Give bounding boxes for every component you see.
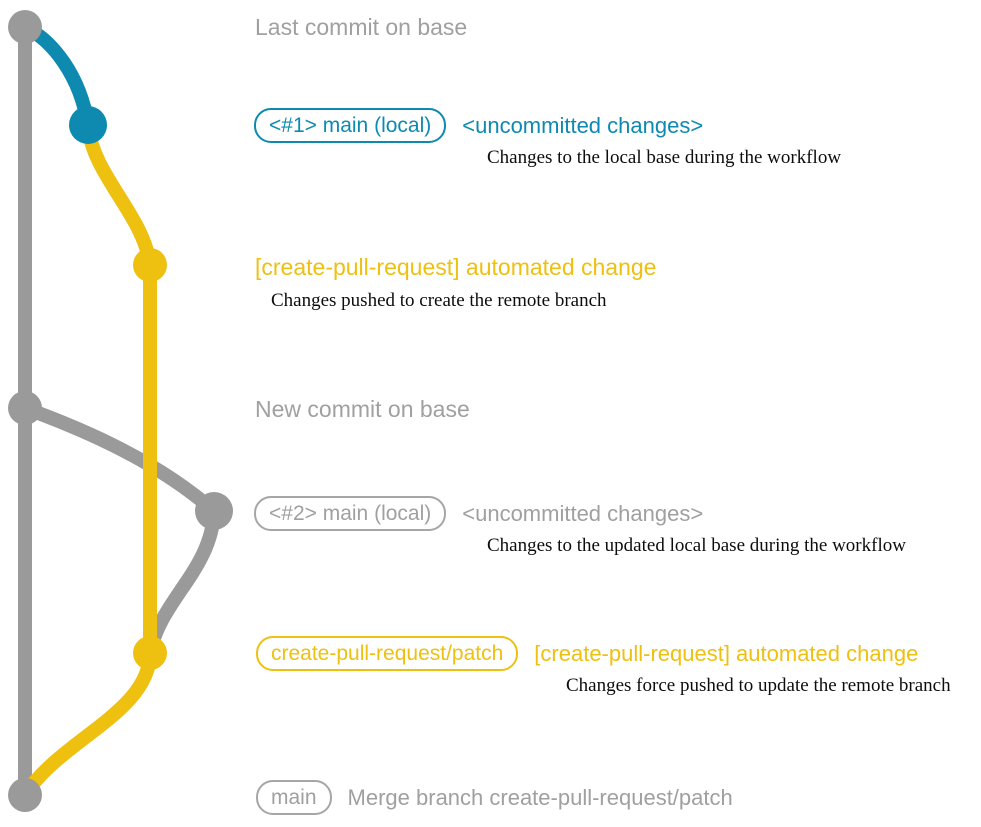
commit-subject-main-merge: Merge branch create-pull-request/patch (347, 784, 733, 810)
headline-new-commit-on-base: New commit on base (255, 396, 470, 422)
commit-node-base-merge[interactable] (8, 778, 42, 812)
commit-node-base-new[interactable] (8, 391, 42, 425)
spacer (446, 513, 462, 514)
spacer (332, 797, 348, 798)
edge-base-to-local2 (18, 401, 221, 518)
commit-subject-local-2: <uncommitted changes> (462, 500, 704, 526)
commit-description-patch-2: Changes force pushed to update the remot… (566, 675, 951, 696)
commit-subject-patch-2: [create-pull-request] automated change (534, 640, 919, 666)
branch-pill-create-pull-request-patch[interactable]: create-pull-request/patch (256, 636, 519, 671)
row-base-merge: main Merge branch create-pull-request/pa… (256, 780, 733, 815)
branch-pill-main[interactable]: main (256, 780, 332, 815)
commit-node-local-2[interactable] (195, 492, 233, 530)
headline-last-commit-on-base: Last commit on base (255, 14, 468, 40)
commit-node-base-last[interactable] (8, 10, 42, 44)
commit-description-local-1: Changes to the local base during the wor… (487, 147, 842, 168)
commit-node-patch-2[interactable] (133, 636, 167, 670)
row-local-2: <#2> main (local) <uncommitted changes> (254, 496, 703, 531)
commit-node-local-1[interactable] (69, 106, 107, 144)
branch-pill-local-1[interactable]: <#1> main (local) (254, 108, 447, 143)
edge-patch2-to-merge (18, 646, 157, 802)
branch-pill-local-2[interactable]: <#2> main (local) (254, 496, 447, 531)
row-local-1: <#1> main (local) <uncommitted changes> (254, 108, 703, 143)
spacer (518, 653, 534, 654)
commit-subject-local-1: <uncommitted changes> (462, 112, 704, 138)
spacer (446, 125, 462, 126)
row-patch-2: create-pull-request/patch [create-pull-r… (256, 636, 918, 671)
commit-node-patch-1[interactable] (133, 248, 167, 282)
commit-description-local-2: Changes to the updated local base during… (487, 535, 906, 556)
commit-subject-patch-1: [create-pull-request] automated change (255, 254, 657, 280)
commit-description-patch-1: Changes pushed to create the remote bran… (271, 290, 607, 311)
